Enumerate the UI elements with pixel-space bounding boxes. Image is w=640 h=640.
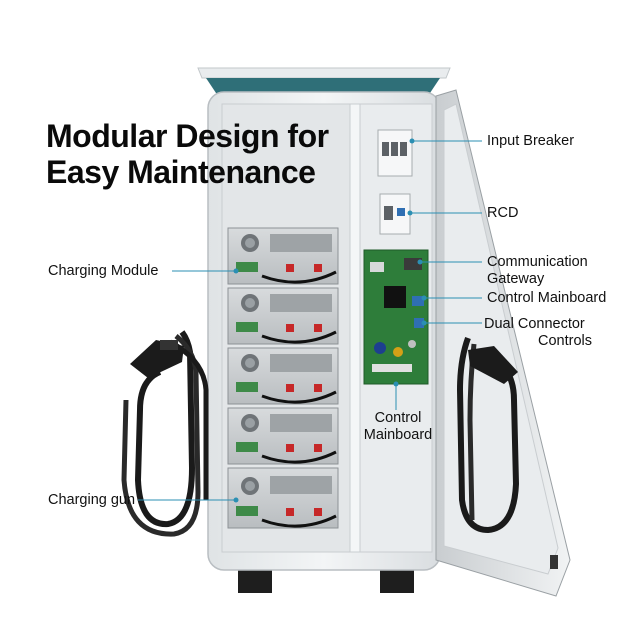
label-communication-gateway: Communication Gateway [487, 254, 588, 288]
label-charging-gun: Charging gun [48, 492, 136, 508]
label-communication-gateway-line2: Gateway [487, 271, 545, 287]
label-dual-connector-line1: Dual Connector [484, 316, 585, 332]
label-control-mainboard-bottom-line1: Control [374, 410, 422, 426]
page-title: Modular Design for Easy Maintenance [46, 118, 376, 190]
control-pcb [363, 249, 429, 385]
input-breaker [377, 129, 413, 177]
label-rcd: RCD [487, 205, 519, 221]
left-charging-gun [121, 330, 209, 537]
right-charging-gun [456, 336, 520, 534]
charging-module [227, 347, 339, 405]
charging-module [227, 227, 339, 285]
charging-module [227, 287, 339, 345]
charging-module [227, 407, 339, 465]
charging-module [227, 467, 339, 529]
leader-dots [233, 138, 427, 503]
label-input-breaker: Input Breaker [487, 133, 575, 149]
title-line-1: Modular Design for [46, 118, 329, 154]
label-control-mainboard-bottom: Control Mainboard [362, 410, 434, 444]
title-line-2: Easy Maintenance [46, 154, 316, 190]
label-charging-module: Charging Module [48, 263, 159, 279]
label-control-mainboard-right: Control Mainboard [487, 290, 607, 306]
charging-modules [227, 227, 339, 529]
label-dual-connector-controls: Dual Connector Controls [484, 316, 592, 350]
label-dual-connector-line2: Controls [538, 333, 592, 349]
label-communication-gateway-line1: Communication [487, 254, 588, 270]
label-control-mainboard-bottom-line2: Mainboard [363, 427, 433, 443]
leader-lines [138, 140, 482, 501]
rcd-device [379, 193, 411, 235]
